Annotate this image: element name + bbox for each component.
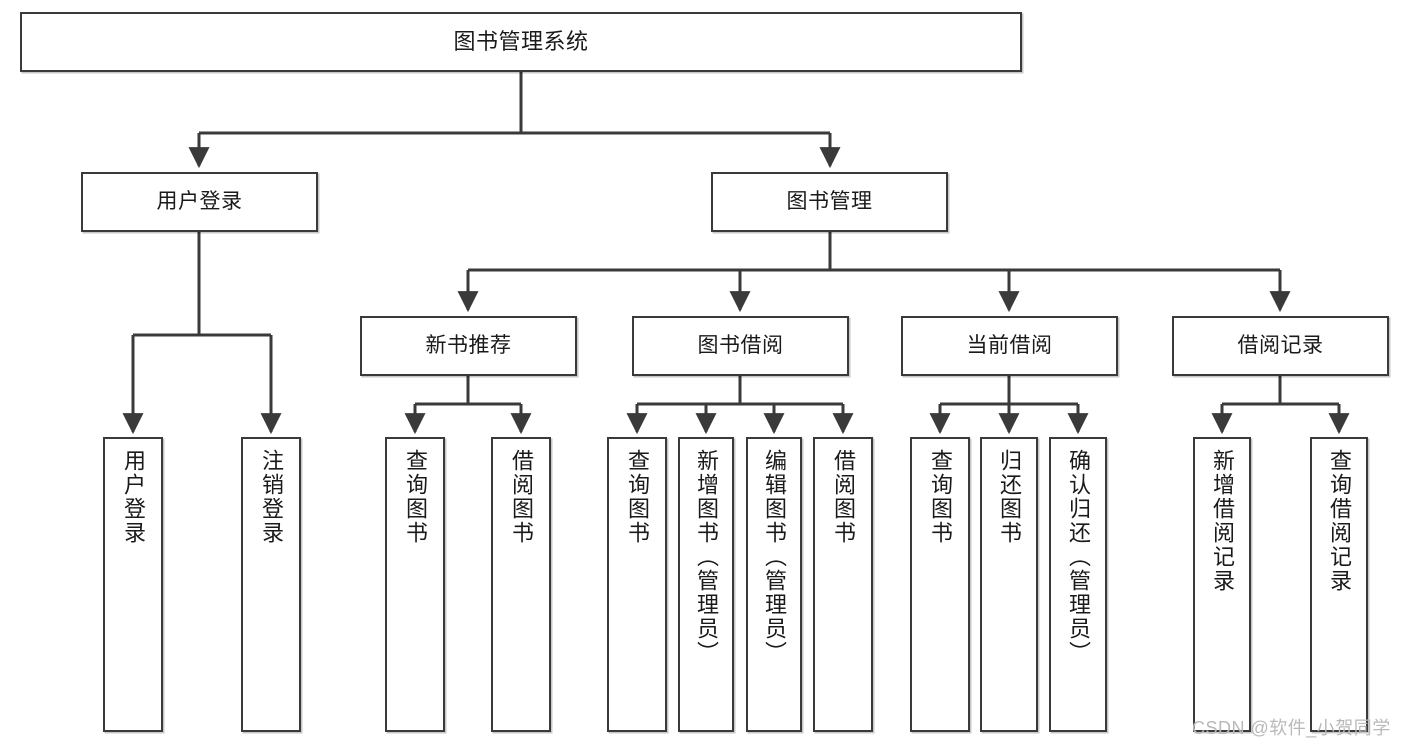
node-leaf-query-book-2-label: 查询图书 — [624, 449, 650, 545]
node-leaf-edit-book[interactable]: 编辑图书（管理员） — [746, 437, 802, 732]
node-book-borrow-label: 图书借阅 — [697, 333, 784, 357]
node-leaf-edit-book-label: 编辑图书（管理员） — [761, 449, 787, 665]
node-leaf-user-login[interactable]: 用户登录 — [103, 437, 163, 732]
node-leaf-add-record-label: 新增借阅记录 — [1209, 449, 1235, 593]
watermark: CSDN @软件_小贺同学 — [1192, 718, 1391, 738]
node-leaf-logout-login[interactable]: 注销登录 — [241, 437, 301, 732]
node-borrow-record[interactable]: 借阅记录 — [1172, 316, 1389, 376]
node-book-manage[interactable]: 图书管理 — [711, 172, 948, 232]
node-leaf-borrow-book-1[interactable]: 借阅图书 — [491, 437, 551, 732]
node-leaf-query-book-3[interactable]: 查询图书 — [910, 437, 970, 732]
node-leaf-add-book[interactable]: 新增图书（管理员） — [678, 437, 734, 732]
node-leaf-query-book-1[interactable]: 查询图书 — [385, 437, 445, 732]
node-leaf-borrow-book-2-label: 借阅图书 — [830, 449, 856, 545]
node-leaf-confirm-return-label: 确认归还（管理员） — [1065, 449, 1091, 665]
node-leaf-query-record[interactable]: 查询借阅记录 — [1310, 437, 1368, 732]
node-current-borrow[interactable]: 当前借阅 — [901, 316, 1118, 376]
node-leaf-borrow-book-2[interactable]: 借阅图书 — [813, 437, 873, 732]
node-leaf-return-book[interactable]: 归还图书 — [980, 437, 1038, 732]
node-leaf-query-record-label: 查询借阅记录 — [1326, 449, 1352, 593]
node-leaf-query-book-1-label: 查询图书 — [402, 449, 428, 545]
node-leaf-borrow-book-1-label: 借阅图书 — [508, 449, 534, 545]
node-leaf-add-record[interactable]: 新增借阅记录 — [1193, 437, 1251, 732]
node-leaf-logout-login-label: 注销登录 — [258, 449, 284, 545]
node-new-book-rec-label: 新书推荐 — [425, 333, 512, 357]
node-root-label: 图书管理系统 — [453, 29, 589, 55]
node-leaf-query-book-2[interactable]: 查询图书 — [607, 437, 667, 732]
node-leaf-confirm-return[interactable]: 确认归还（管理员） — [1049, 437, 1107, 732]
node-leaf-add-book-label: 新增图书（管理员） — [693, 449, 719, 665]
node-new-book-rec[interactable]: 新书推荐 — [360, 316, 577, 376]
node-leaf-user-login-label: 用户登录 — [120, 449, 146, 545]
node-borrow-record-label: 借阅记录 — [1237, 333, 1324, 357]
node-book-manage-label: 图书管理 — [786, 189, 873, 213]
node-root[interactable]: 图书管理系统 — [20, 12, 1022, 72]
node-leaf-query-book-3-label: 查询图书 — [927, 449, 953, 545]
node-leaf-return-book-label: 归还图书 — [996, 449, 1022, 545]
node-book-borrow[interactable]: 图书借阅 — [632, 316, 849, 376]
node-current-borrow-label: 当前借阅 — [966, 333, 1053, 357]
node-user-login-label: 用户登录 — [156, 189, 243, 213]
node-user-login[interactable]: 用户登录 — [81, 172, 318, 232]
